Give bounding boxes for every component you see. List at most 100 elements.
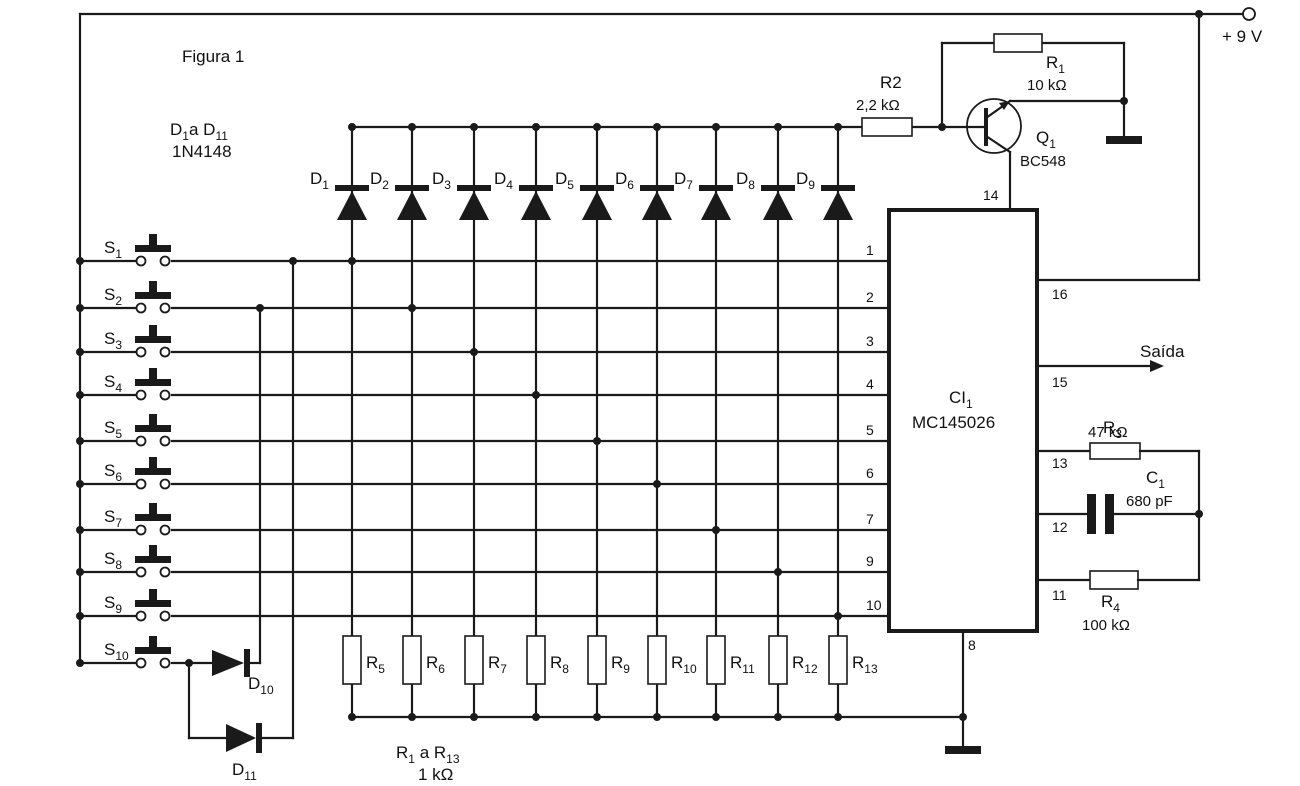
diode: D1 bbox=[310, 169, 369, 220]
diode: D7 bbox=[674, 169, 733, 220]
switch-contact bbox=[159, 610, 171, 622]
push-switch[interactable]: S9 bbox=[76, 589, 171, 622]
push-switch[interactable]: S3 bbox=[76, 325, 171, 358]
ic-pin-16: 16 bbox=[1052, 286, 1068, 302]
pulldown-resistor: R13 bbox=[828, 635, 878, 685]
switch-contact bbox=[159, 566, 171, 578]
switch-contact bbox=[159, 478, 171, 490]
r1-ref: R1 bbox=[1046, 53, 1065, 76]
diode-label: D2 bbox=[370, 169, 389, 192]
junction-dot bbox=[834, 612, 842, 620]
push-switch[interactable]: S2 bbox=[76, 281, 171, 314]
junction-dot bbox=[532, 713, 540, 721]
diode-cathode-bar bbox=[761, 185, 795, 191]
diode-label: D8 bbox=[736, 169, 755, 192]
diode-icon bbox=[823, 191, 853, 220]
junction-dot bbox=[348, 123, 356, 131]
ic-body bbox=[887, 208, 1039, 633]
switch-contact bbox=[135, 478, 147, 490]
diode: D8 bbox=[736, 169, 795, 220]
push-switch[interactable]: S1 bbox=[76, 234, 171, 267]
r4-value: 100 kΩ bbox=[1082, 617, 1130, 634]
resistor-r4 bbox=[1089, 570, 1139, 590]
resistor-body bbox=[526, 635, 546, 685]
diode-label: D1 bbox=[310, 169, 329, 192]
push-switch[interactable]: S5 bbox=[76, 414, 171, 447]
diode-d11-icon bbox=[226, 724, 256, 752]
ic-pin-15: 15 bbox=[1052, 374, 1068, 390]
pulldown-resistor: R5 bbox=[342, 635, 385, 685]
supply-terminal[interactable] bbox=[1242, 7, 1256, 21]
push-switch[interactable]: S7 bbox=[76, 503, 171, 536]
r2-ref: R2 bbox=[880, 73, 902, 92]
r3-ref: R3 bbox=[1103, 418, 1122, 441]
r3-value: 47 kΩ bbox=[1088, 424, 1128, 441]
pulldown-resistor: R9 bbox=[587, 635, 630, 685]
ic-pin-8: 8 bbox=[968, 637, 976, 653]
switch-label: S8 bbox=[104, 549, 122, 572]
ic-pin-14: 14 bbox=[983, 187, 999, 203]
resistor-label: R7 bbox=[488, 653, 507, 676]
q1-ref: Q1 bbox=[1036, 128, 1056, 151]
ic-left-pin-label: 4 bbox=[866, 376, 874, 392]
resistor-label: R10 bbox=[671, 653, 697, 676]
diode-label: D5 bbox=[555, 169, 574, 192]
switch-actuator-icon bbox=[135, 245, 171, 252]
diode-cathode-bar bbox=[640, 185, 674, 191]
resistor-label: R13 bbox=[852, 653, 878, 676]
switch-contact bbox=[159, 302, 171, 314]
switch-label: S4 bbox=[104, 372, 122, 395]
pulldown-resistor: R7 bbox=[464, 635, 507, 685]
junction-dot bbox=[348, 713, 356, 721]
pulldown-resistor: R6 bbox=[402, 635, 445, 685]
resistor-r3 bbox=[1089, 442, 1141, 460]
switch-contact bbox=[159, 346, 171, 358]
switch-contact bbox=[159, 435, 171, 447]
junction-dot bbox=[774, 568, 782, 576]
figure-label: Figura 1 bbox=[182, 47, 244, 66]
push-switch[interactable]: S6 bbox=[76, 457, 171, 490]
resistor-label: R5 bbox=[366, 653, 385, 676]
diode-icon bbox=[763, 191, 793, 220]
q1-part: BC548 bbox=[1020, 153, 1066, 170]
ic-left-pin-label: 9 bbox=[866, 553, 874, 569]
push-switch[interactable]: S10 bbox=[76, 636, 171, 669]
capacitor-c1-plate-a bbox=[1087, 494, 1096, 534]
ic-left-pin-label: 7 bbox=[866, 511, 874, 527]
resistor-body bbox=[828, 635, 848, 685]
switch-actuator-icon bbox=[135, 292, 171, 299]
switch-actuator-icon bbox=[135, 556, 171, 563]
switch-contact bbox=[135, 524, 147, 536]
d11-label: D11 bbox=[232, 760, 257, 783]
switch-actuator-icon bbox=[135, 336, 171, 343]
push-switch[interactable]: S4 bbox=[76, 368, 171, 401]
switch-contact bbox=[135, 566, 147, 578]
switch-label: S6 bbox=[104, 461, 122, 484]
r4-ref: R4 bbox=[1101, 592, 1120, 615]
diode-label: D4 bbox=[494, 169, 513, 192]
diode-label: D6 bbox=[615, 169, 634, 192]
diode-icon bbox=[521, 191, 551, 220]
pulldown-resistor: R8 bbox=[526, 635, 569, 685]
push-switch[interactable]: S8 bbox=[76, 545, 171, 578]
diode-note-title: D1a D11 bbox=[170, 120, 228, 143]
junction-dot bbox=[653, 480, 661, 488]
junction-dot bbox=[593, 123, 601, 131]
junction-dot bbox=[834, 123, 842, 131]
resistor-note-value: 1 kΩ bbox=[418, 765, 453, 784]
diode: D9 bbox=[796, 169, 855, 220]
ground-symbol bbox=[1106, 136, 1142, 144]
diode: D6 bbox=[615, 169, 674, 220]
resistor-body bbox=[587, 635, 607, 685]
switch-label: S10 bbox=[104, 640, 129, 663]
output-label: Saída bbox=[1140, 342, 1185, 361]
junction-dot bbox=[408, 304, 416, 312]
supply-wiring bbox=[78, 7, 1256, 665]
diode-icon bbox=[642, 191, 672, 220]
junction-dot bbox=[774, 713, 782, 721]
junction-dot bbox=[653, 713, 661, 721]
switch-contact bbox=[135, 435, 147, 447]
switch-contact bbox=[135, 610, 147, 622]
diode-icon bbox=[701, 191, 731, 220]
